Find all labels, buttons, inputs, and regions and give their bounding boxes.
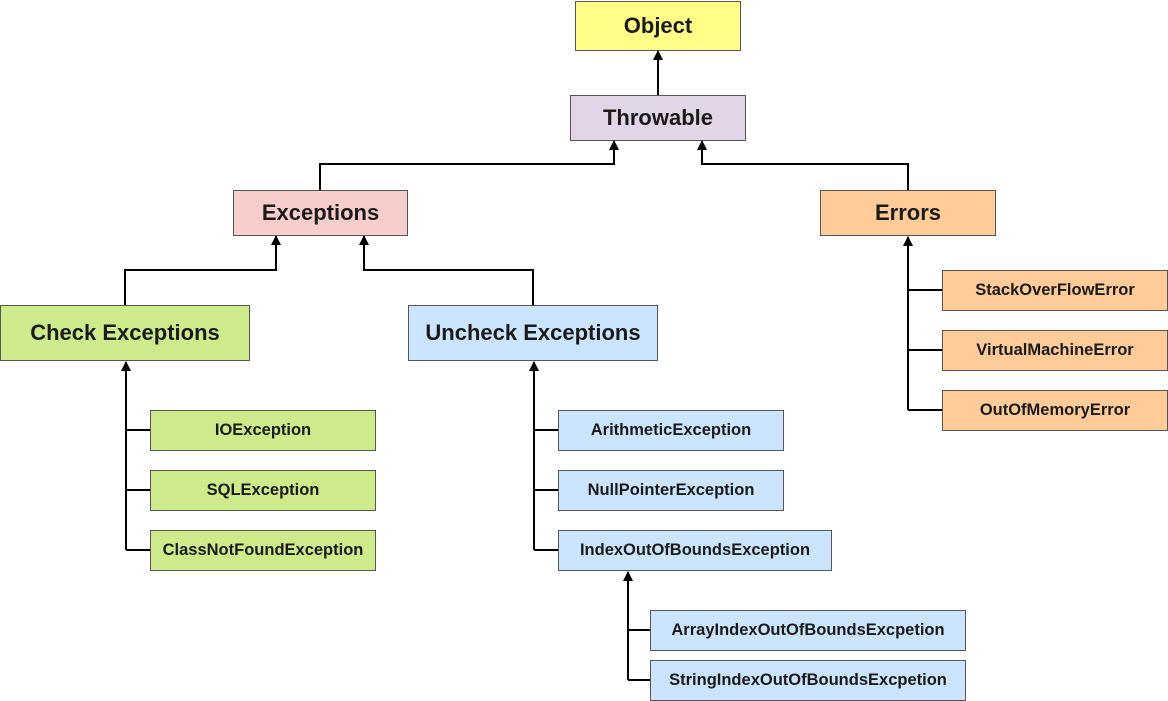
edge-check-exceptions — [124, 235, 281, 305]
node-null-pointer-exception: NullPointerException — [558, 470, 784, 511]
node-arithmetic-exception: ArithmeticException — [558, 410, 784, 451]
node-stack-overflow-error: StackOverFlowError — [942, 270, 1168, 311]
node-throwable: Throwable — [570, 95, 746, 141]
node-exceptions: Exceptions — [233, 190, 408, 236]
node-index-out-of-bounds-exception: IndexOutOfBoundsException — [558, 530, 832, 571]
edge-errors-throwable — [697, 140, 909, 190]
edge-exceptions-throwable — [319, 140, 619, 190]
node-string-index-out-of-bounds: StringIndexOutOfBoundsExcpetion — [650, 660, 966, 701]
node-class-not-found-exception: ClassNotFoundException — [150, 530, 376, 571]
node-uncheck-exceptions: Uncheck Exceptions — [408, 305, 658, 361]
node-sql-exception: SQLException — [150, 470, 376, 511]
node-virtual-machine-error: VirtualMachineError — [942, 330, 1168, 371]
node-object: Object — [575, 1, 741, 51]
edge-uncheck-exceptions — [359, 235, 534, 305]
node-out-of-memory-error: OutOfMemoryError — [942, 390, 1168, 431]
node-array-index-out-of-bounds: ArrayIndexOutOfBoundsExcpetion — [650, 610, 966, 651]
node-io-exception: IOException — [150, 410, 376, 451]
node-errors: Errors — [820, 190, 996, 236]
node-check-exceptions: Check Exceptions — [0, 305, 250, 361]
